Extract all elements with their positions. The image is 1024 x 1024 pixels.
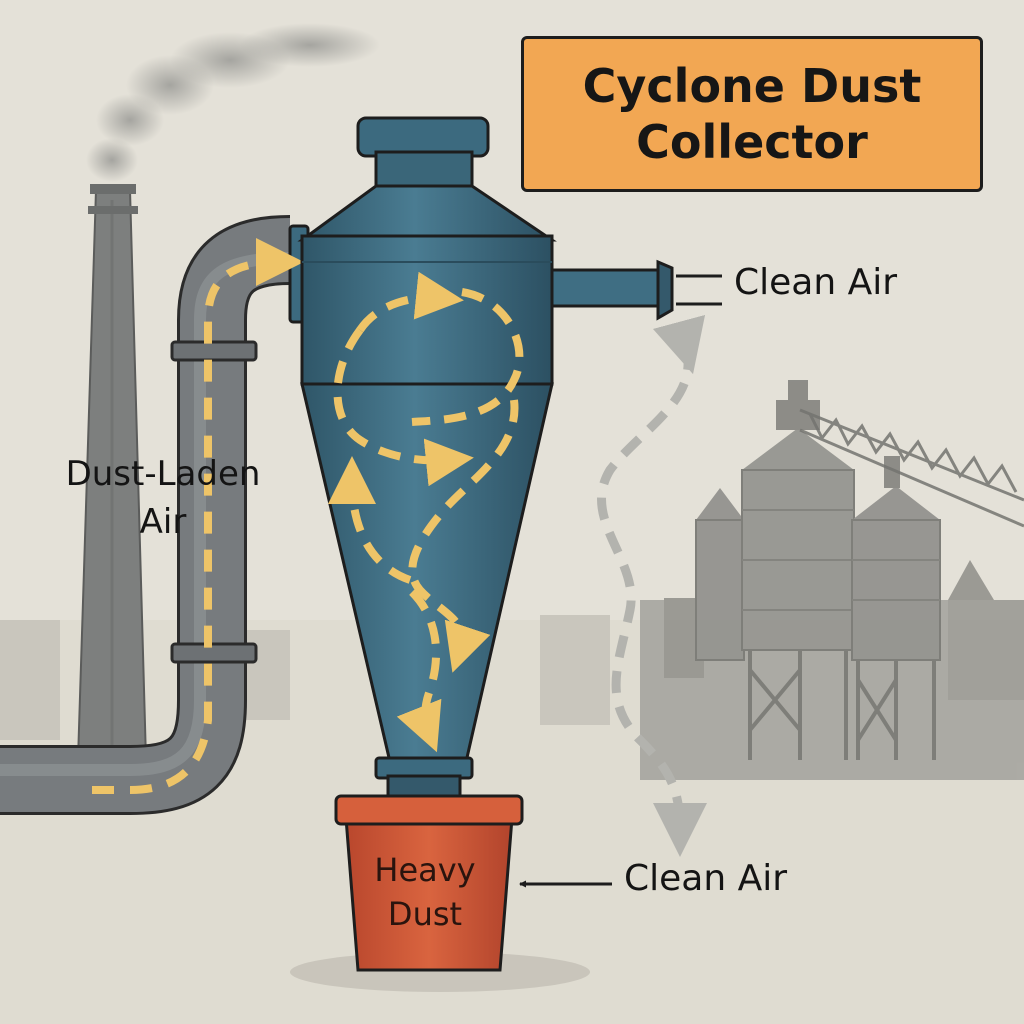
outlet-pipe-icon [550,259,674,321]
smokestack-icon [76,184,148,761]
title-box: Cyclone Dust Collector [521,36,983,192]
conveyor-truss-icon [799,408,1024,528]
swirl-flow-arrows-icon [328,271,524,753]
heavy-dust-label: Heavy Dust [350,848,500,936]
pipe-flange-lower [170,642,258,664]
title-line-1: Cyclone Dust [582,59,922,113]
dust-collection-bin-icon [334,794,524,972]
inlet-pipe-icon [0,215,310,815]
dust-laden-line-2: Air [139,502,187,542]
pipe-flange-upper [170,340,258,362]
heavy-dust-line-2: Dust [387,895,463,933]
clean-air-bottom-label: Clean Air [624,858,788,899]
heavy-dust-line-1: Heavy [374,851,476,889]
dust-laden-air-label: Dust-Laden Air [28,450,298,546]
clean-air-top-pointer [676,274,722,306]
dust-laden-line-1: Dust-Laden [65,454,261,494]
clean-air-top-label: Clean Air [734,262,898,303]
title-line-2: Collector [636,115,868,169]
smoke-plume-icon [86,23,380,182]
